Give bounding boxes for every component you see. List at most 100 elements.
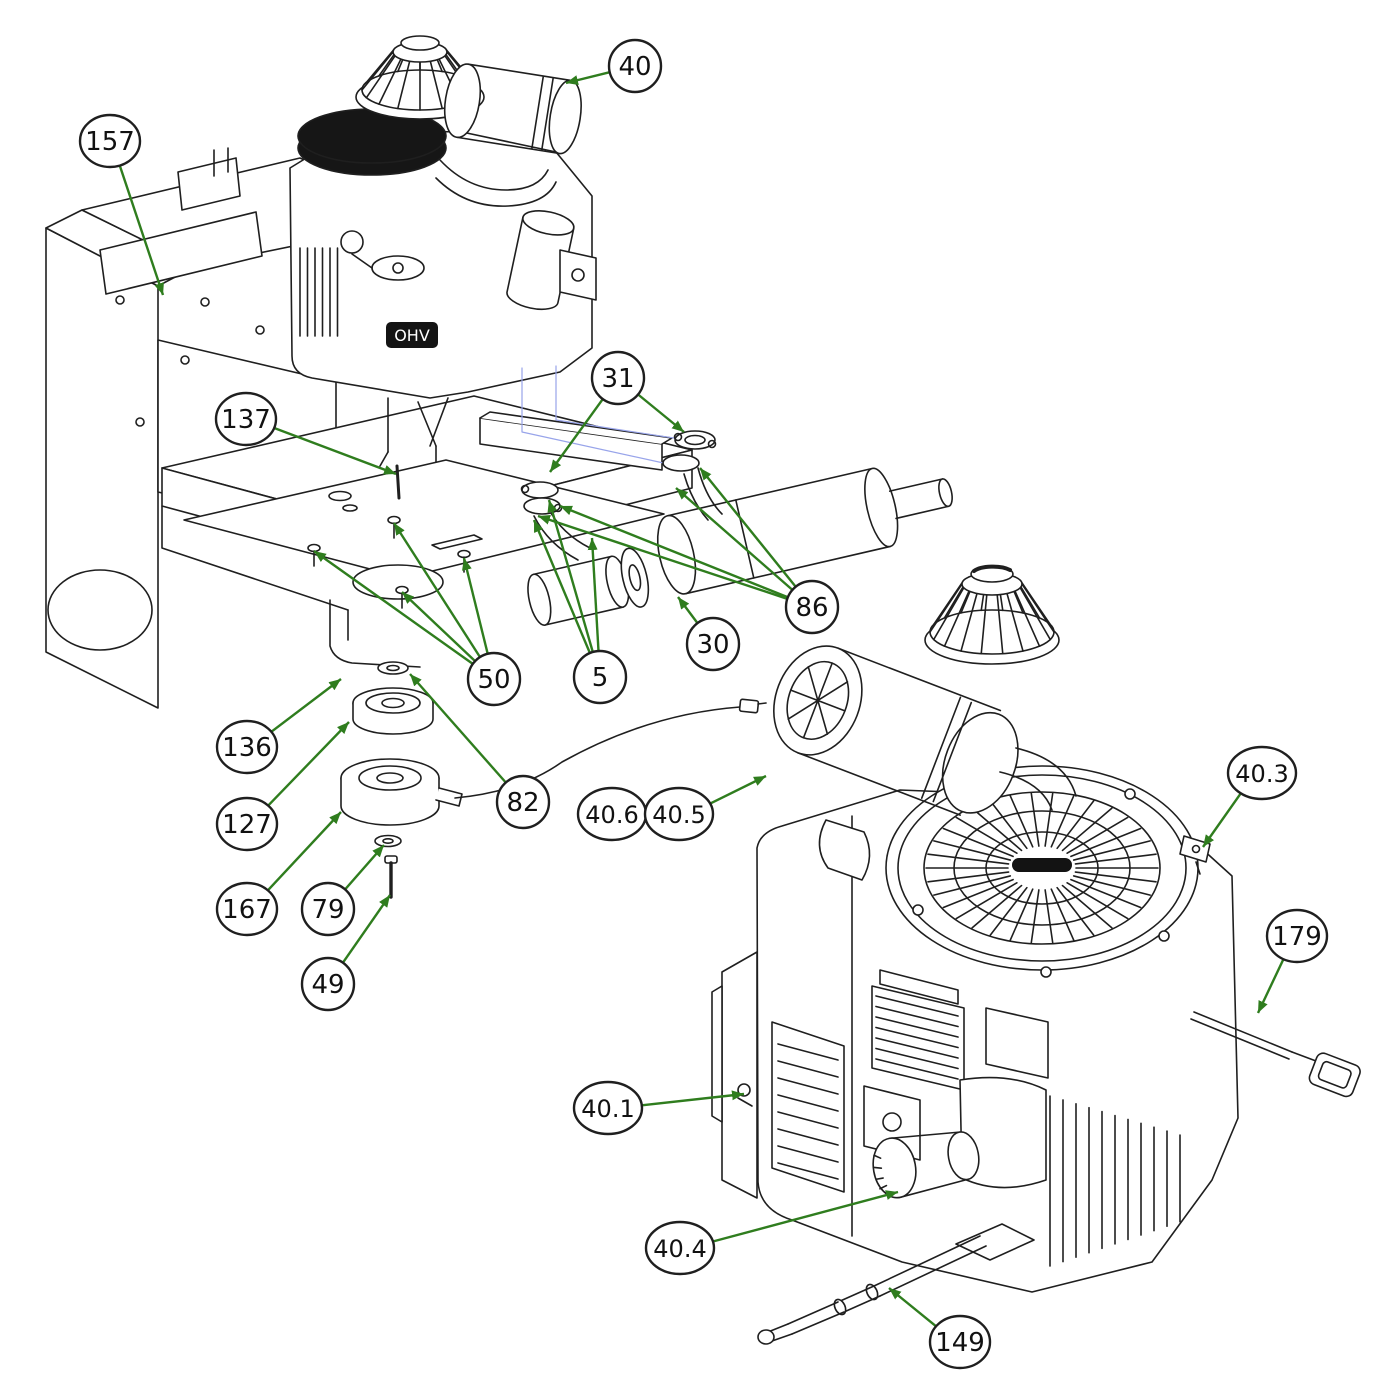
callout-label: 79: [311, 895, 344, 925]
callout-circle: [572, 649, 628, 705]
callout-circle: [643, 786, 715, 842]
callout-arrow-82: [409, 673, 507, 784]
callout-label: 167: [222, 895, 272, 925]
callout-arrow-40.5: [709, 774, 767, 805]
callout-label: 30: [696, 630, 729, 660]
callout-label: 157: [85, 127, 135, 157]
callout-arrow-137: [273, 426, 397, 476]
callout-arrow-86: [699, 467, 797, 588]
callout-136: 136: [215, 719, 279, 775]
callout-circle: [644, 1220, 716, 1276]
callout-circle: [215, 796, 279, 852]
lower-engine-art: [711, 564, 1361, 1345]
callout-arrow-86: [559, 504, 789, 599]
callout-label: 50: [477, 665, 510, 695]
callout-label: 86: [795, 593, 828, 623]
callout-circle: [215, 719, 279, 775]
callout-167: 167: [215, 881, 279, 937]
washer: [377, 661, 409, 675]
callout-label: 149: [935, 1328, 985, 1358]
callout-arrow-157: [118, 165, 165, 296]
muffler-art: [520, 430, 953, 626]
callout-label: 82: [506, 788, 539, 818]
callout-40: 40: [607, 38, 663, 94]
callout-label: 40: [618, 52, 651, 82]
callout-arrow-40.1: [641, 1090, 745, 1107]
louver-slats: [777, 1043, 839, 1180]
engine-fins: [299, 247, 339, 337]
callout-label: 40.4: [653, 1235, 706, 1263]
fan-screen-spokes: [925, 792, 1159, 944]
callout-86: 86: [784, 579, 840, 635]
callout-circle: [685, 616, 741, 672]
callout-label: 179: [1272, 922, 1322, 952]
callout-40.5: 40.5: [643, 786, 715, 842]
clutch-art: [340, 687, 767, 899]
dipstick-handle: [1308, 1052, 1361, 1098]
leader-lines: [521, 365, 701, 465]
callout-arrow-86: [675, 487, 794, 591]
callout-arrow-86: [537, 514, 788, 600]
callout-31: 31: [590, 350, 646, 406]
callout-circle: [590, 350, 646, 406]
callout-arrow-40.3: [1202, 792, 1242, 848]
callout-179: 179: [1265, 908, 1329, 964]
starter-art: [506, 210, 575, 311]
callout-50: 50: [466, 651, 522, 707]
callout-circle: [1265, 908, 1329, 964]
callout-circle: [784, 579, 840, 635]
callout-82: 82: [495, 774, 551, 830]
callout-arrow-136: [270, 678, 342, 733]
callout-79: 79: [300, 881, 356, 937]
callout-circle: [466, 651, 522, 707]
callout-40.6: 40.6: [576, 786, 648, 842]
callout-arrow-40: [565, 71, 611, 85]
callout-157: 157: [78, 113, 142, 169]
callout-circle: [572, 1080, 644, 1136]
callout-label: 5: [592, 663, 609, 693]
callout-circle: [215, 881, 279, 937]
callout-label: 137: [221, 405, 271, 435]
callout-label: 127: [222, 810, 272, 840]
callout-circle: [495, 774, 551, 830]
callout-30: 30: [685, 616, 741, 672]
cooling-fins: [1049, 1095, 1181, 1267]
callout-circle: [300, 956, 356, 1012]
callout-label: 40.5: [652, 801, 705, 829]
callout-label: 49: [311, 970, 344, 1000]
callout-arrow-31: [637, 393, 685, 433]
callout-arrow-179: [1256, 958, 1285, 1014]
callout-arrow-50: [401, 591, 476, 662]
callout-circle: [607, 38, 663, 94]
callout-137: 137: [214, 391, 278, 447]
callout-149: 149: [928, 1314, 992, 1370]
callout-arrow-149: [888, 1287, 937, 1328]
callout-arrow-127: [267, 721, 350, 807]
callout-label: 40.1: [581, 1095, 634, 1123]
callout-label: 40.6: [585, 801, 638, 829]
callout-5: 5: [572, 649, 628, 705]
callout-arrow-79: [344, 844, 385, 891]
callout-circle: [300, 881, 356, 937]
callout-arrow-5: [547, 499, 594, 653]
oil-cooler-fins: [875, 995, 959, 1080]
callout-label: 31: [601, 364, 634, 394]
callout-label: 40.3: [1235, 760, 1288, 788]
callout-40.1: 40.1: [572, 1080, 644, 1136]
upper-engine-art: OHV: [289, 35, 597, 467]
engine-badge: OHV: [394, 326, 430, 345]
callout-layer: 40 157 137 31 86 30 50 5 136 127 82 167 79 49 40.6 40.5…: [78, 38, 1329, 1370]
callout-circle: [214, 391, 278, 447]
bolt: [384, 855, 398, 899]
callout-arrow-50: [313, 550, 474, 665]
callout-40.4: 40.4: [644, 1220, 716, 1276]
callout-arrow-50: [462, 557, 489, 655]
callout-circle: [1226, 745, 1298, 801]
callout-arrow-40.4: [712, 1190, 899, 1243]
washer: [374, 834, 402, 848]
callout-label: 136: [222, 733, 272, 763]
callout-arrow-31: [549, 398, 604, 473]
callout-arrow-49: [341, 894, 391, 964]
